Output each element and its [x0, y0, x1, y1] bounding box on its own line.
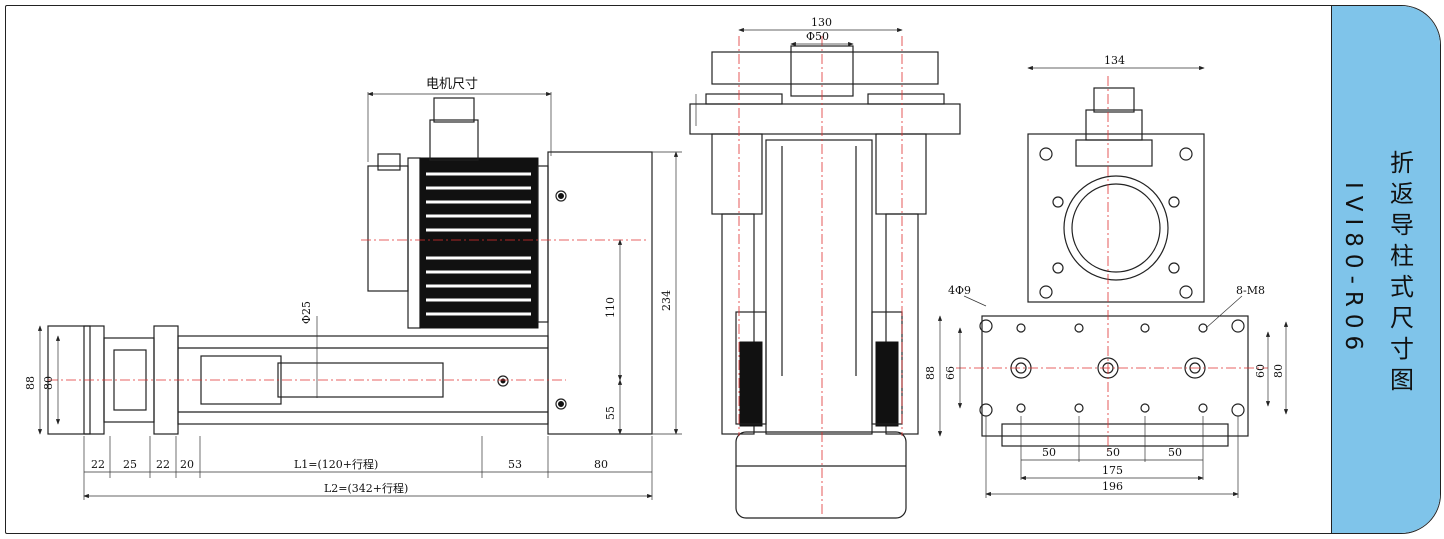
title-char: 柱	[1390, 242, 1414, 270]
dim-20: 20	[180, 458, 194, 471]
dim-60: 60	[1254, 364, 1267, 378]
side-view: 电机尺寸 Φ25 110 55 234 88 80	[24, 77, 682, 500]
dim-53: 53	[508, 458, 522, 471]
title-char: 尺	[1390, 304, 1414, 332]
dim-22b: 22	[156, 458, 170, 471]
holes-8m8: 8-M8	[1236, 284, 1265, 297]
dim-234: 234	[660, 290, 673, 311]
dim-l1: L1=(120+行程)	[294, 458, 378, 471]
end-view: 134 4Φ9 8-M8 88 66 60 80 50 50 50 175	[924, 54, 1289, 498]
dim-22a: 22	[91, 458, 105, 471]
dim-175: 175	[1102, 464, 1123, 477]
dim-80-end: 80	[1272, 364, 1285, 378]
dim-110: 110	[604, 297, 617, 318]
dim-50c: 50	[1168, 446, 1182, 459]
model-code: IVI80-R06	[1340, 182, 1366, 358]
dim-88-left: 88	[24, 376, 37, 390]
motor-size-label: 电机尺寸	[426, 77, 478, 92]
title-char: 图	[1390, 366, 1414, 394]
dim-55: 55	[604, 406, 617, 420]
dim-l2: L2=(342+行程)	[324, 482, 408, 495]
dim-50b: 50	[1106, 446, 1120, 459]
title-sidebar: 折 返 导 柱 式 尺 寸 图 IVI80-R06	[1331, 6, 1440, 533]
title-char: 寸	[1390, 335, 1414, 363]
dim-25: 25	[123, 458, 137, 471]
dim-phi50: Φ50	[806, 30, 829, 43]
front-view: 130 Φ50	[689, 16, 961, 519]
title-char: 式	[1390, 273, 1414, 301]
technical-drawing: 电机尺寸 Φ25 110 55 234 88 80	[24, 16, 1289, 519]
title-char: 返	[1390, 180, 1414, 208]
holes-4phi9: 4Φ9	[948, 284, 971, 297]
drawing-frame: 电机尺寸 Φ25 110 55 234 88 80	[5, 5, 1441, 534]
dim-66: 66	[944, 366, 957, 380]
title-char: 折	[1390, 149, 1414, 177]
dim-134: 134	[1104, 54, 1125, 67]
dim-80-bottom: 80	[594, 458, 608, 471]
sidebar-title: 折 返 导 柱 式 尺 寸 图	[1382, 148, 1422, 396]
dim-rod-diameter: Φ25	[300, 301, 313, 324]
dim-80-left: 80	[42, 376, 55, 390]
title-char: 导	[1390, 211, 1414, 239]
dim-88-end: 88	[924, 366, 937, 380]
dim-130: 130	[811, 16, 832, 29]
dim-196: 196	[1102, 480, 1123, 493]
dim-50a: 50	[1042, 446, 1056, 459]
